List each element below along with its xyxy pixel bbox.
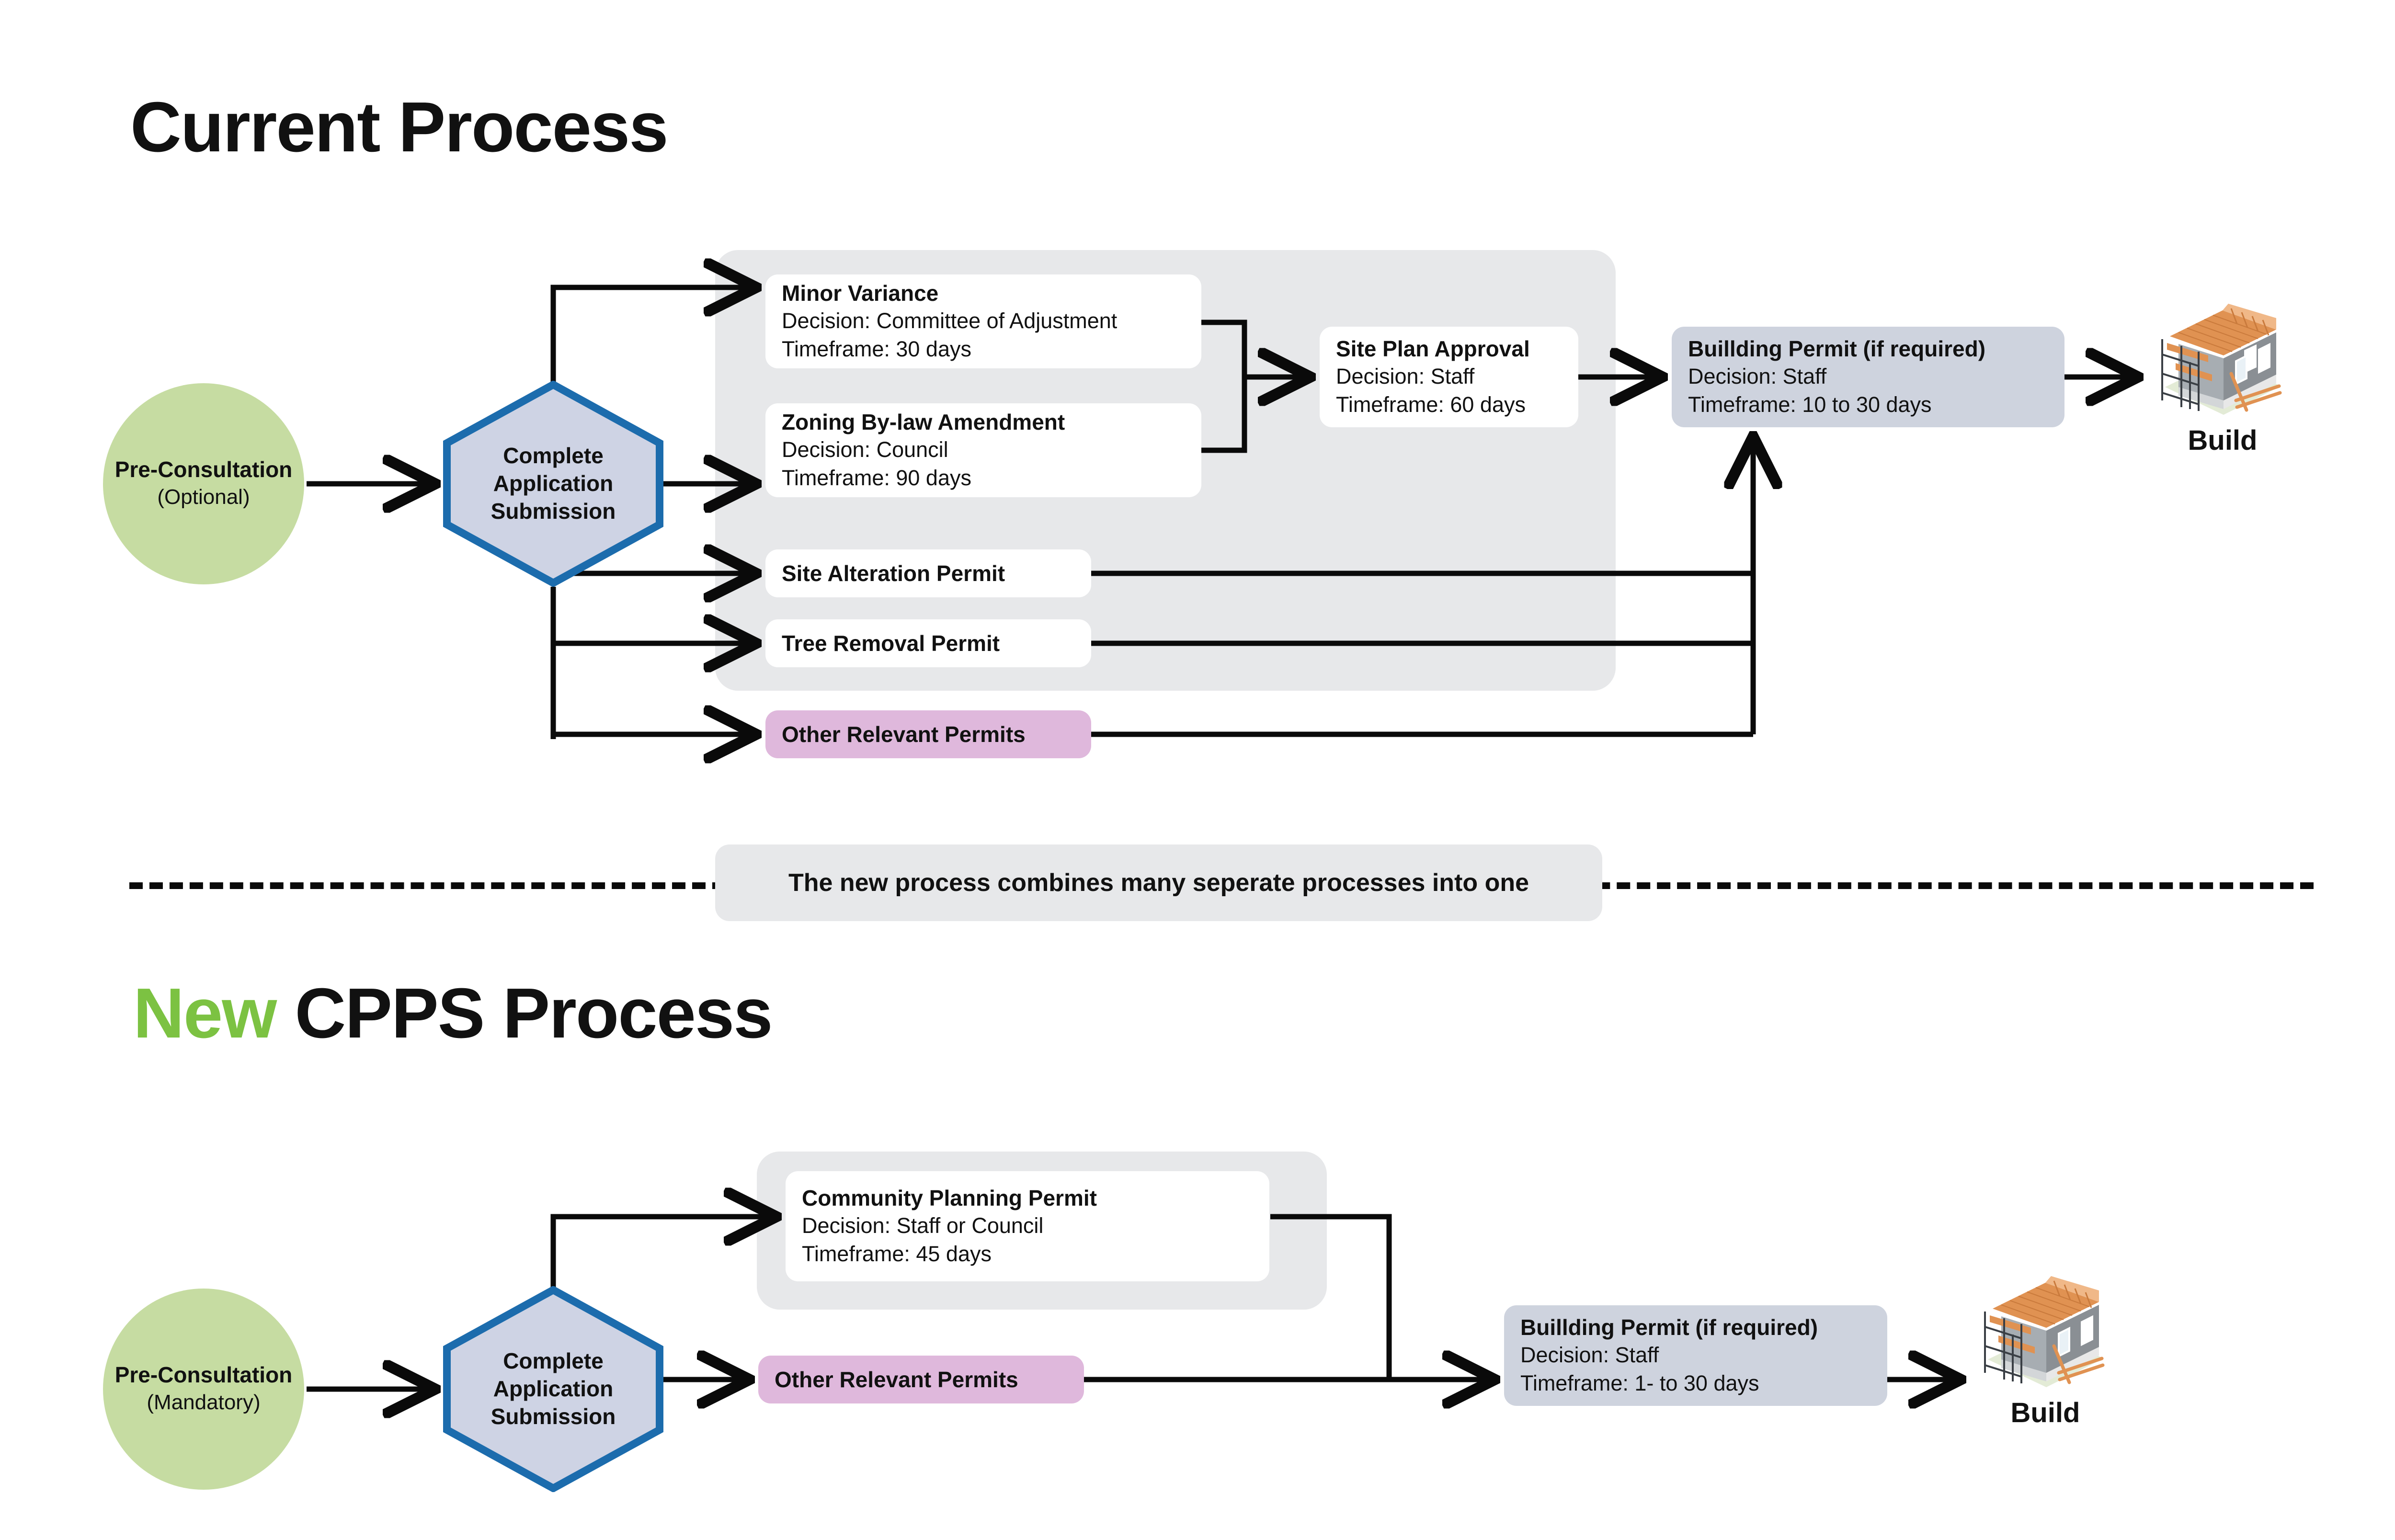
submission-label: Complete Application Submission — [443, 381, 663, 587]
card-community-planning-permit[interactable]: Community Planning Permit Decision: Staf… — [786, 1171, 1269, 1281]
pre-consultation-note: (Optional) — [157, 485, 250, 509]
building-permit-decision-new: Decision: Staff — [1520, 1343, 1659, 1368]
other-permits-title-new: Other Relevant Permits — [775, 1367, 1018, 1392]
card-minor-variance[interactable]: Minor Variance Decision: Committee of Ad… — [765, 274, 1201, 368]
build-label-current: Build — [2188, 425, 2258, 456]
complete-application-submission-top[interactable]: Complete Application Submission — [443, 381, 663, 587]
building-permit-title-new: Buillding Permit (if required) — [1520, 1314, 1818, 1340]
submission-label-new: Complete Application Submission — [443, 1286, 663, 1492]
build-label-new: Build — [2010, 1397, 2080, 1428]
site-plan-decision: Decision: Staff — [1336, 364, 1475, 389]
submission-line-1: Complete — [503, 443, 604, 468]
site-plan-timeframe: Timeframe: 60 days — [1336, 392, 1526, 417]
building-permit-title-current: Buillding Permit (if required) — [1688, 336, 1986, 361]
card-zoning-bylaw-amendment[interactable]: Zoning By-law Amendment Decision: Counci… — [765, 403, 1201, 497]
hexagon-shape — [443, 1286, 663, 1492]
tree-removal-title: Tree Removal Permit — [782, 631, 1000, 656]
card-other-relevant-permits-current[interactable]: Other Relevant Permits — [765, 710, 1091, 758]
site-plan-title: Site Plan Approval — [1336, 336, 1530, 361]
house-under-construction-icon — [2161, 304, 2282, 415]
site-alteration-title: Site Alteration Permit — [782, 561, 1005, 586]
current-process-title: Current Process — [130, 92, 669, 163]
cpp-decision: Decision: Staff or Council — [802, 1213, 1044, 1238]
zoning-amendment-timeframe: Timeframe: 90 days — [782, 465, 971, 490]
build-outcome-current: Build — [2136, 302, 2309, 484]
divider-caption: The new process combines many seperate p… — [715, 844, 1602, 921]
pre-consultation-label-new: Pre-Consultation — [114, 1362, 293, 1388]
cpp-title: Community Planning Permit — [802, 1185, 1097, 1210]
submission-line-2-new: Application — [493, 1376, 614, 1402]
card-other-relevant-permits-new[interactable]: Other Relevant Permits — [758, 1356, 1084, 1403]
card-tree-removal-permit[interactable]: Tree Removal Permit — [765, 619, 1091, 667]
submission-line-2: Application — [493, 471, 614, 496]
cpp-timeframe: Timeframe: 45 days — [802, 1241, 992, 1266]
new-process-title-accent: New — [133, 974, 277, 1053]
new-process-title-rest: CPPS Process — [276, 974, 773, 1053]
divider-caption-text: The new process combines many seperate p… — [788, 869, 1529, 897]
building-permit-timeframe-new: Timeframe: 1- to 30 days — [1520, 1370, 1759, 1395]
building-permit-timeframe-current: Timeframe: 10 to 30 days — [1688, 392, 1932, 417]
zoning-amendment-title: Zoning By-law Amendment — [782, 409, 1065, 434]
pre-consultation-mandatory[interactable]: Pre-Consultation (Mandatory) — [103, 1289, 304, 1490]
hexagon-shape — [443, 381, 663, 587]
house-under-construction-icon — [1984, 1276, 2105, 1387]
pre-consultation-label: Pre-Consultation — [114, 457, 293, 482]
zoning-amendment-decision: Decision: Council — [782, 437, 948, 462]
minor-variance-timeframe: Timeframe: 30 days — [782, 336, 971, 361]
submission-line-3: Submission — [490, 498, 616, 524]
building-permit-decision-current: Decision: Staff — [1688, 364, 1827, 389]
pre-consultation-optional[interactable]: Pre-Consultation (Optional) — [103, 383, 304, 584]
build-outcome-new: Build — [1959, 1274, 2132, 1456]
other-permits-title-current: Other Relevant Permits — [782, 722, 1026, 747]
card-site-plan-approval[interactable]: Site Plan Approval Decision: Staff Timef… — [1320, 327, 1578, 427]
pre-consultation-note-new: (Mandatory) — [147, 1390, 261, 1414]
card-site-alteration-permit[interactable]: Site Alteration Permit — [765, 549, 1091, 597]
submission-line-3-new: Submission — [490, 1403, 616, 1429]
minor-variance-decision: Decision: Committee of Adjustment — [782, 308, 1118, 333]
complete-application-submission-new[interactable]: Complete Application Submission — [443, 1286, 663, 1492]
new-process-title: New CPPS Process — [133, 978, 773, 1049]
submission-line-1-new: Complete — [503, 1348, 604, 1374]
minor-variance-title: Minor Variance — [782, 280, 939, 306]
card-building-permit-current[interactable]: Buillding Permit (if required) Decision:… — [1672, 327, 2064, 427]
card-building-permit-new[interactable]: Buillding Permit (if required) Decision:… — [1504, 1305, 1887, 1406]
current-process-title-text: Current Process — [130, 88, 669, 167]
